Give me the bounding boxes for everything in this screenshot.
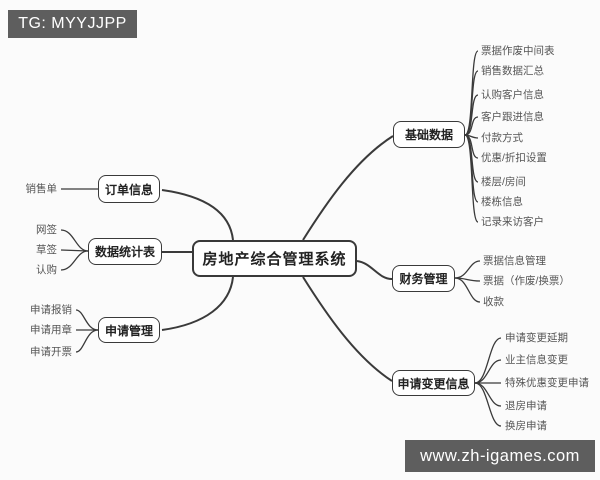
leaf-invoice-void-table[interactable]: 票据作废中间表: [481, 45, 555, 57]
leaf-floor-room[interactable]: 楼层/房间: [481, 176, 526, 188]
edge-root-application-management: [161, 276, 234, 331]
leaf-special-discount-change[interactable]: 特殊优惠变更申请: [505, 377, 589, 389]
leaf-discount-settings[interactable]: 优惠/折扣设置: [481, 152, 547, 164]
node-basic-data[interactable]: 基础数据: [393, 121, 465, 148]
edge-change-application-child-4: [474, 382, 502, 427]
edge-data-statistics-child-2: [60, 250, 89, 271]
leaf-owner-info-change[interactable]: 业主信息变更: [505, 354, 568, 366]
edge-basic-data-child-2: [464, 94, 479, 136]
leaf-online-sign[interactable]: 网签: [36, 224, 57, 236]
edge-change-application-child-1: [474, 359, 502, 384]
edge-data-statistics-child-1: [60, 249, 89, 252]
edge-root-basic-data: [302, 135, 394, 241]
leaf-building-info[interactable]: 楼栋信息: [481, 196, 523, 208]
edge-root-change-application: [302, 276, 393, 382]
leaf-visiting-customer-record[interactable]: 记录来访客户: [481, 216, 544, 228]
edge-application-management-child-2: [75, 329, 99, 353]
edge-application-management-child-0: [75, 309, 99, 331]
leaf-customer-followup-info[interactable]: 客户跟进信息: [481, 111, 544, 123]
edge-root-finance-management: [356, 260, 393, 280]
leaf-invoice-info-management[interactable]: 票据信息管理: [483, 255, 546, 267]
leaf-draft-sign[interactable]: 草签: [36, 244, 57, 256]
edge-root-order-info: [161, 189, 234, 241]
node-root[interactable]: 房地产综合管理系统: [192, 240, 357, 277]
leaf-checkout-application[interactable]: 退房申请: [505, 400, 547, 412]
leaf-invoice-void-exchange[interactable]: 票据（作废/换票）: [483, 275, 570, 287]
leaf-subscription-customer-info[interactable]: 认购客户信息: [481, 89, 544, 101]
leaf-subscription[interactable]: 认购: [36, 264, 57, 276]
edge-data-statistics-child-0: [60, 229, 89, 252]
edge-finance-management-child-0: [454, 260, 481, 279]
leaf-change-extension[interactable]: 申请变更延期: [505, 332, 568, 344]
edge-finance-management-child-2: [454, 277, 481, 303]
node-data-statistics[interactable]: 数据统计表: [88, 238, 162, 265]
node-application-management[interactable]: 申请管理: [98, 317, 160, 343]
leaf-room-change-application[interactable]: 换房申请: [505, 420, 547, 432]
leaf-apply-invoice[interactable]: 申请开票: [30, 346, 72, 358]
edge-basic-data-child-3: [464, 116, 479, 136]
node-change-application[interactable]: 申请变更信息: [392, 370, 475, 396]
leaf-payment-method[interactable]: 付款方式: [481, 132, 523, 144]
watermark-top: TG: MYYJJPP: [8, 10, 137, 38]
leaf-payment-collection[interactable]: 收款: [483, 296, 504, 308]
node-finance-management[interactable]: 财务管理: [392, 265, 455, 292]
edge-change-application-child-0: [474, 337, 502, 384]
leaf-sales-order[interactable]: 销售单: [25, 183, 58, 195]
leaf-apply-reimbursement[interactable]: 申请报销: [30, 304, 72, 316]
edge-basic-data-child-8: [464, 134, 479, 223]
node-order-info[interactable]: 订单信息: [98, 175, 160, 203]
leaf-apply-seal[interactable]: 申请用章: [30, 324, 72, 336]
watermark-bottom: www.zh-igames.com: [405, 440, 595, 472]
leaf-sales-data-summary[interactable]: 销售数据汇总: [481, 65, 544, 77]
